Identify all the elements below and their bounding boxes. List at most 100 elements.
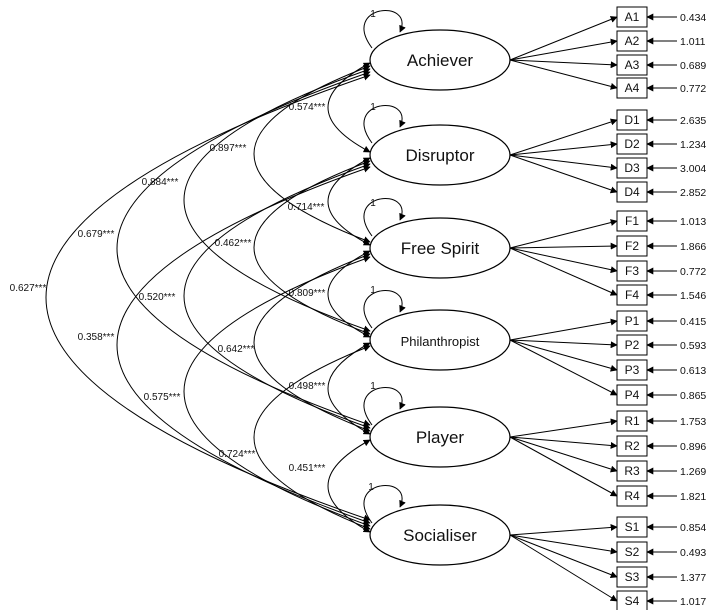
error-label-d1: 2.635 [680, 115, 706, 127]
indicator-box-d3 [616, 157, 648, 179]
loading-arrow-s3 [509, 534, 618, 578]
indicator-box-r3 [616, 460, 648, 482]
indicator-label-f4: F4 [625, 288, 639, 302]
indicator-label-d2: D2 [624, 137, 640, 151]
factor-node-player [369, 406, 511, 468]
indicator-box-p3 [616, 359, 648, 381]
indicator-label-p1: P1 [625, 314, 640, 328]
indicator-label-a3: A3 [625, 58, 640, 72]
factor-node-disruptor [369, 124, 511, 186]
error-label-s4: 1.017 [680, 596, 706, 608]
covariance-arc-4-5 [327, 439, 371, 533]
error-label-r1: 1.753 [680, 416, 706, 428]
loading-layer [509, 16, 618, 602]
error-label-s3: 1.377 [680, 572, 706, 584]
indicator-box-f3 [616, 260, 648, 282]
error-label-f3: 0.772 [680, 266, 706, 278]
indicator-box-s1 [616, 516, 648, 538]
variance-loop-player [363, 387, 406, 426]
indicator-label-a1: A1 [625, 10, 640, 24]
factor-label-socialiser: Socialiser [403, 526, 477, 545]
covariance-label-0-2: 0.897*** [210, 143, 247, 154]
loading-arrow-f2 [509, 242, 618, 250]
variance-loop-free-spirit [363, 198, 406, 237]
indicator-label-d1: D1 [624, 113, 640, 127]
covariance-label-3-4: 0.498*** [289, 381, 326, 392]
error-label-p2: 0.593 [680, 340, 706, 352]
indicator-box-a1 [616, 6, 648, 28]
indicator-box-a2 [616, 30, 648, 52]
loading-arrow-a3 [509, 59, 618, 69]
indicator-label-p2: P2 [625, 338, 640, 352]
loading-arrow-p2 [509, 339, 618, 349]
covariance-label-3-5: 0.724*** [219, 449, 256, 460]
loading-arrow-s2 [509, 534, 618, 555]
covariance-layer: 0.574***0.714***0.809***0.498***0.451***… [10, 62, 371, 533]
covariance-label-2-5: 0.575*** [144, 392, 181, 403]
indicator-box-s4 [616, 590, 648, 610]
indicator-label-p3: P3 [625, 363, 640, 377]
covariance-label-1-2: 0.714*** [288, 202, 325, 213]
loading-arrow-d2 [509, 141, 618, 156]
indicator-box-p4 [616, 384, 648, 406]
indicator-label-d3: D3 [624, 161, 640, 175]
loading-arrow-a1 [509, 16, 618, 61]
error-label-a1: 0.434 [680, 12, 706, 24]
covariance-arc-3-4 [327, 342, 371, 435]
error-label-d4: 2.852 [680, 187, 706, 199]
indicator-box-p2 [616, 334, 648, 356]
error-label-f2: 1.866 [680, 241, 706, 253]
factor-label-achiever: Achiever [407, 51, 473, 70]
variance-loop-disruptor [363, 105, 406, 144]
indicator-box-r2 [616, 435, 648, 457]
indicator-label-r2: R2 [624, 439, 640, 453]
covariance-label-1-5: 0.358*** [78, 332, 115, 343]
loading-arrow-a4 [509, 59, 618, 90]
error-label-f4: 1.546 [680, 290, 706, 302]
indicator-label-p4: P4 [625, 388, 640, 402]
loading-arrow-d4 [509, 154, 618, 194]
variance-loop-achiever [363, 10, 406, 49]
variance-label-free-spirit: 1 [370, 198, 376, 209]
indicator-box-f4 [616, 284, 648, 306]
factor-node-philanthropist [369, 309, 511, 371]
variance-label-socialiser: 1 [368, 482, 374, 493]
covariance-label-1-3: 0.462*** [215, 238, 252, 249]
loading-arrow-d1 [509, 118, 618, 156]
covariance-label-0-3: 0.884*** [142, 177, 179, 188]
error-layer: 0.4341.0110.6890.7722.6351.2343.0042.852… [646, 12, 706, 608]
variance-loop-philanthropist [363, 290, 406, 329]
factor-label-philanthropist: Philanthropist [401, 334, 480, 349]
indicator-box-a3 [616, 54, 648, 76]
covariance-arc-2-3 [327, 250, 371, 338]
variance-label-achiever: 1 [370, 9, 376, 20]
error-label-r3: 1.269 [680, 466, 706, 478]
error-label-a3: 0.689 [680, 60, 706, 72]
indicator-label-r3: R3 [624, 464, 640, 478]
factor-node-achiever [369, 29, 511, 91]
indicator-box-d2 [616, 133, 648, 155]
covariance-label-0-4: 0.679*** [78, 229, 115, 240]
covariance-label-0-5: 0.627*** [10, 283, 47, 294]
loading-arrow-s4 [509, 534, 618, 602]
covariance-label-2-3: 0.809*** [289, 288, 326, 299]
error-label-p4: 0.865 [680, 390, 706, 402]
indicator-box-s3 [616, 566, 648, 588]
covariance-label-2-4: 0.642*** [218, 344, 255, 355]
indicator-box-p1 [616, 310, 648, 332]
covariance-arc-0-2 [253, 64, 371, 244]
indicator-box-f1 [616, 210, 648, 232]
indicator-box-d4 [616, 181, 648, 203]
indicator-label-f1: F1 [625, 214, 639, 228]
loading-arrow-f3 [509, 247, 618, 274]
error-label-r2: 0.896 [680, 441, 706, 453]
indicator-label-f3: F3 [625, 264, 639, 278]
indicator-box-r4 [616, 485, 648, 507]
error-label-a4: 0.772 [680, 83, 706, 95]
indicator-label-a2: A2 [625, 34, 640, 48]
error-label-a2: 1.011 [680, 36, 706, 48]
variance-label-disruptor: 1 [370, 102, 376, 113]
covariance-label-4-5: 0.451*** [289, 463, 326, 474]
